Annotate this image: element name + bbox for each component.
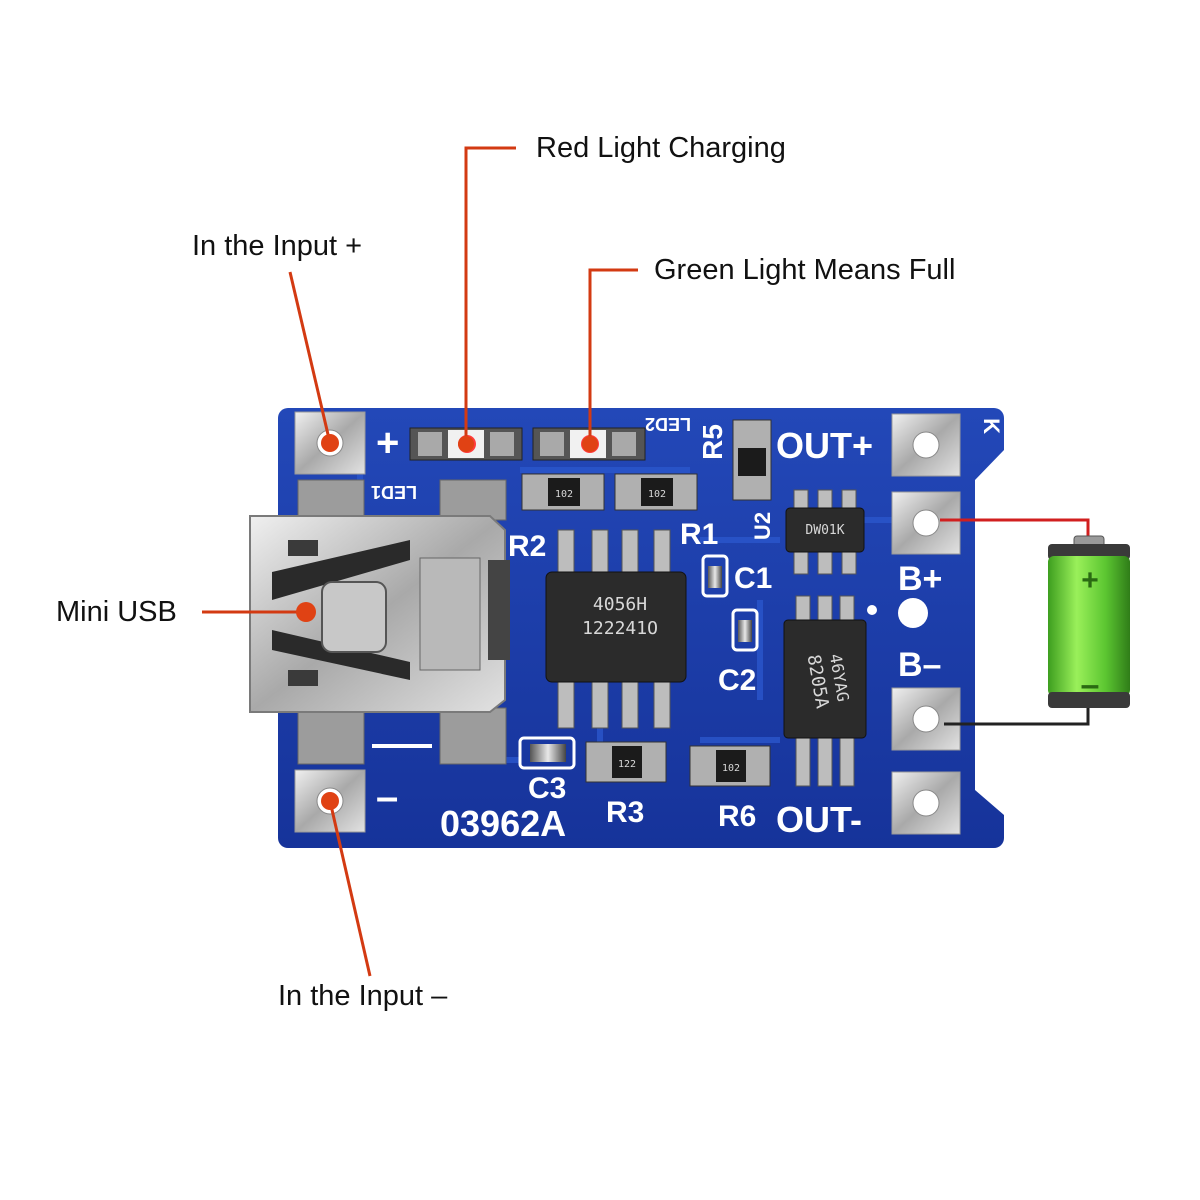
resistor-r3-code: 122	[618, 759, 636, 770]
battery: + –	[1048, 535, 1130, 708]
resistor-r6-code: 102	[722, 763, 740, 774]
mini-usb-connector	[249, 515, 510, 713]
silk-r3: R3	[606, 796, 644, 829]
silkscreen: + – LED1 LED2 R2 R1 R5 C1 C2 C3 R3 R6 U2…	[371, 414, 1004, 844]
silk-r2: R2	[508, 530, 546, 563]
silk-c3: C3	[528, 772, 566, 805]
silk-minus: –	[376, 775, 398, 819]
resistor-r5	[732, 419, 772, 501]
pad-input-plus	[294, 411, 366, 475]
charger-ic-line1: 4056H	[593, 594, 647, 615]
protection-ic-dw01: DW01K	[785, 489, 865, 575]
callout-input-plus: In the Input +	[192, 230, 363, 262]
callout-red-light-charging: Red Light Charging	[536, 132, 786, 164]
resistor-r1: 102	[614, 473, 698, 511]
mosfet-8205a: 46YAG 8205A	[783, 595, 867, 787]
silk-r5: R5	[697, 424, 728, 460]
silk-out-plus: OUT+	[776, 425, 873, 466]
callout-dots	[296, 434, 598, 810]
battery-minus-sign: –	[1081, 666, 1100, 704]
silk-u2: U2	[750, 512, 775, 540]
resistor-r1-code: 102	[648, 489, 666, 500]
callout-green-light-full: Green Light Means Full	[654, 254, 956, 286]
silk-b-minus: B–	[898, 646, 941, 684]
silk-led1: LED1	[371, 482, 417, 502]
resistor-r2-code: 102	[555, 489, 573, 500]
callout-leaders	[202, 146, 638, 977]
pad-b-minus	[891, 687, 961, 751]
pad-out-plus	[891, 413, 961, 477]
charger-ic-line2: 122241O	[582, 618, 658, 639]
silk-r1: R1	[680, 518, 718, 551]
capacitor-c1	[701, 554, 729, 598]
resistor-r3: 122	[585, 741, 667, 783]
silk-c2: C2	[718, 664, 756, 697]
silk-out-minus: OUT-	[776, 799, 862, 840]
resistor-r6: 102	[689, 745, 771, 787]
pad-out-minus	[891, 771, 961, 835]
leader-input-minus	[328, 800, 372, 977]
callout-input-minus: In the Input –	[278, 980, 448, 1012]
silk-led2: LED2	[645, 414, 691, 434]
silk-c1: C1	[734, 562, 772, 595]
pin1-dot	[867, 605, 877, 615]
silk-board-id: 03962A	[440, 803, 566, 844]
silk-r6: R6	[718, 800, 756, 833]
leader-input-plus	[288, 271, 332, 444]
charger-ic-4056: 4056H 122241O	[545, 529, 687, 729]
leader-red-light	[464, 146, 516, 444]
silk-k: K	[979, 418, 1004, 434]
callout-mini-usb: Mini USB	[56, 596, 177, 628]
silk-plus: +	[376, 421, 399, 465]
capacitor-c2	[731, 608, 759, 652]
battery-plus-sign: +	[1081, 564, 1099, 597]
usb-solder-tabs	[297, 479, 507, 765]
capacitor-c3	[518, 736, 576, 770]
pad-b-plus	[891, 491, 961, 555]
protection-ic-label: DW01K	[805, 523, 844, 538]
mounting-hole	[898, 598, 928, 628]
resistor-r2: 102	[521, 473, 605, 511]
leader-green-light	[588, 268, 638, 444]
silk-b-plus: B+	[898, 560, 942, 598]
